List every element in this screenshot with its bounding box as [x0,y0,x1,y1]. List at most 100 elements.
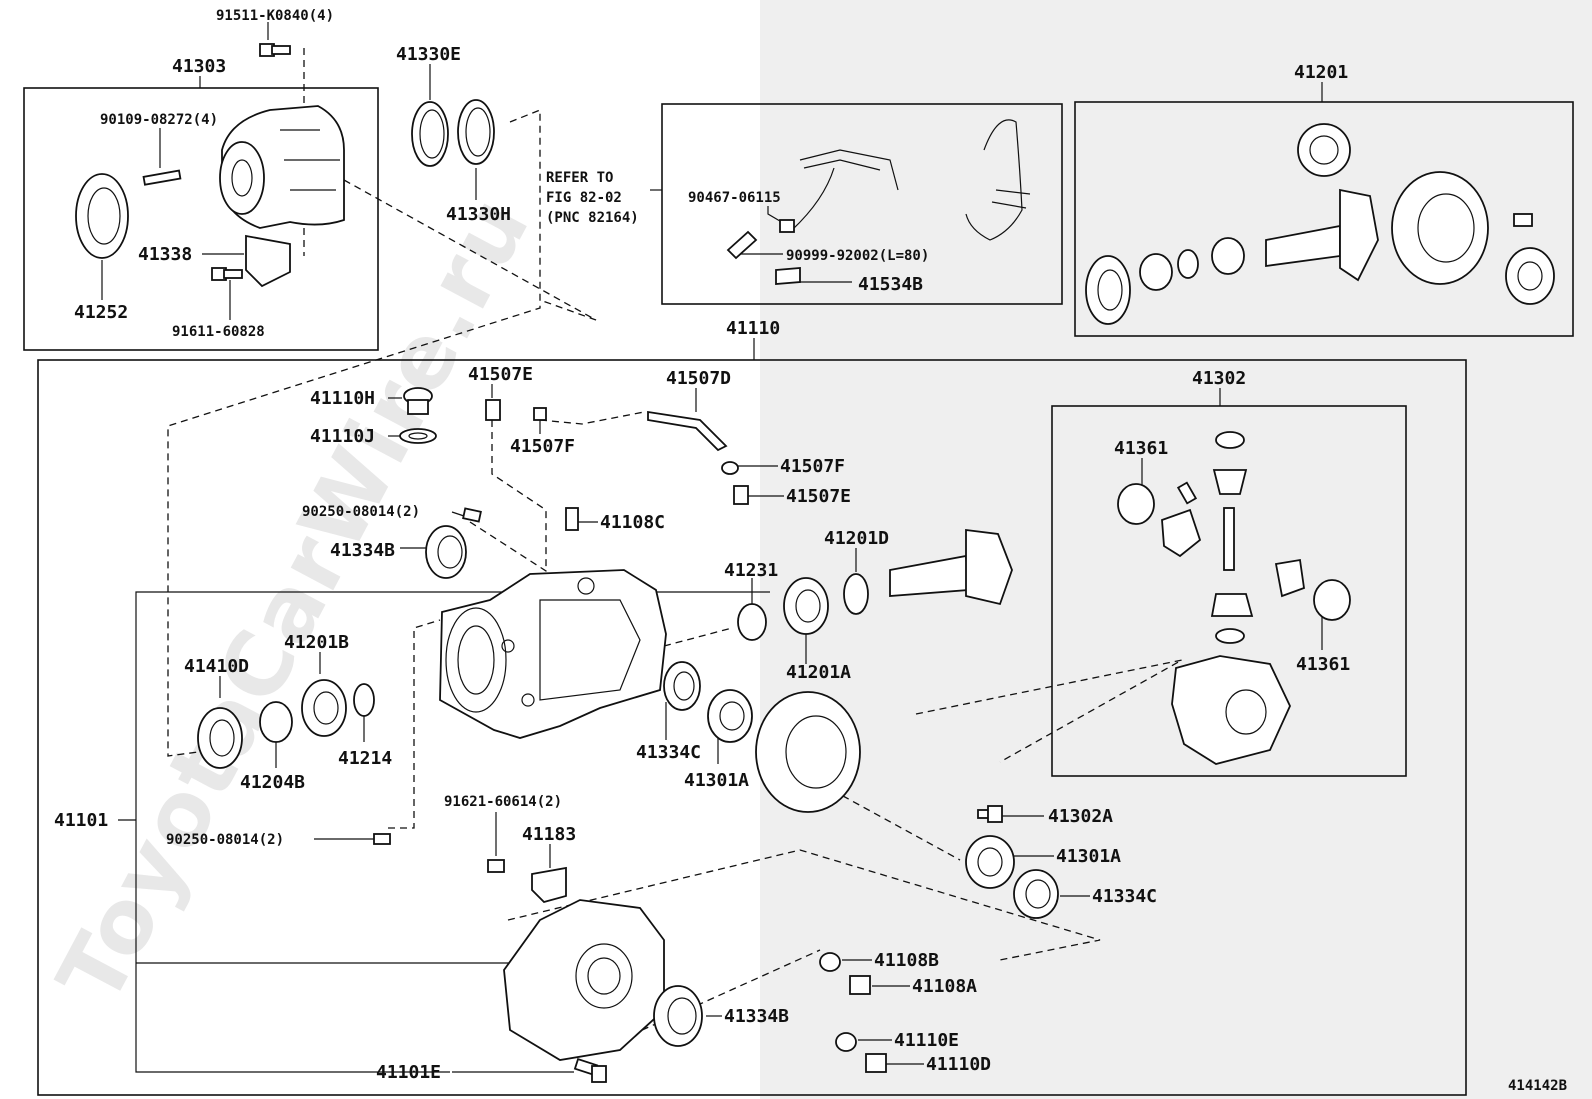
gasket-41110E [835,1032,857,1052]
label-41334B[interactable]: 41334B [724,1006,789,1027]
label-91621-60614[interactable]: 91621-60614(2) [444,794,562,810]
label-41108B[interactable]: 41108B [874,950,939,971]
label-41231[interactable]: 41231 [724,560,778,581]
label-41252[interactable]: 41252 [74,302,128,323]
dash-pinion [663,627,733,647]
label-41334C-lower[interactable]: 41334C [1092,886,1157,907]
dash-41303-to-case [343,179,597,321]
refer-note-line-2: FIG 82-02 [546,190,622,206]
box-41302 [1051,405,1407,777]
plug-41110H [403,387,433,415]
label-90250-08014-upper[interactable]: 90250-08014(2) [302,504,420,520]
dash-hose [539,411,645,425]
bearing-41301A-a [707,689,753,743]
label-41507E[interactable]: 41507E [786,486,851,507]
bolt-41101E [573,1058,607,1083]
label-41302[interactable]: 41302 [1192,368,1246,389]
refer-note-line-3: (PNC 82164) [546,210,639,226]
label-41214[interactable]: 41214 [338,748,392,769]
label-41303[interactable]: 41303 [172,56,226,77]
bracket-41338 [245,234,291,288]
gear-set-41201 [1085,123,1555,325]
label-41110H[interactable]: 41110H [310,388,375,409]
hose-assembly [726,119,1031,285]
ring-41334C-b [1013,869,1059,919]
label-41301A-upper[interactable]: 41301A [684,770,749,791]
label-41507F-top[interactable]: 41507F [510,436,575,457]
label-41201A[interactable]: 41201A [786,662,851,683]
dash-diff-link [915,659,1183,763]
bearing-41334B [653,985,703,1047]
label-41110E[interactable]: 41110E [894,1030,959,1051]
seal-41410D [197,707,243,769]
bearing-41201A [783,577,829,635]
label-90250-08014-lower[interactable]: 90250-08014(2) [166,832,284,848]
ring-gear [755,691,861,813]
dash-bearing-link [831,789,961,861]
label-41101[interactable]: 41101 [54,810,108,831]
carrier-cover [503,899,665,1061]
label-41534B[interactable]: 41534B [858,274,923,295]
label-41101E[interactable]: 41101E [376,1062,441,1083]
label-41334C-upper[interactable]: 41334C [636,742,701,763]
bolt-41302A [977,805,1003,823]
label-41201D[interactable]: 41201D [824,528,889,549]
label-41330H[interactable]: 41330H [446,204,511,225]
label-41361-lower[interactable]: 41361 [1296,654,1350,675]
box-41303 [23,87,379,351]
label-41301A-lower[interactable]: 41301A [1056,846,1121,867]
breather-41507E [733,485,749,505]
clip-41507F-top [533,407,547,421]
bearing-41301A-b [965,835,1015,889]
label-41507E-top[interactable]: 41507E [468,364,533,385]
plate-41183 [531,866,567,904]
label-41183[interactable]: 41183 [522,824,576,845]
label-41108C[interactable]: 41108C [600,512,665,533]
pinion-gear [889,528,1013,606]
plug-41110D [865,1053,887,1073]
flange-41204B [259,701,293,743]
bolt-91611 [211,267,243,281]
label-41338[interactable]: 41338 [138,244,192,265]
label-90999-92002[interactable]: 90999-92002(L=80) [786,248,929,264]
stud-90109 [142,169,182,186]
box-41201 [1074,101,1574,337]
spacer-41214 [353,683,375,717]
label-41330E[interactable]: 41330E [396,44,461,65]
label-41110J[interactable]: 41110J [310,426,375,447]
label-41507D[interactable]: 41507D [666,368,731,389]
label-91611-60828[interactable]: 91611-60828 [172,324,265,340]
label-90467-06115[interactable]: 90467-06115 [688,190,781,206]
bracket-41101 [135,591,770,1073]
label-41410D[interactable]: 41410D [184,656,249,677]
dash-cover-loop [507,849,1101,961]
dash-cover-loop-2 [619,949,821,1041]
clip-41507F [721,461,739,475]
refer-note-line-1: REFER TO [546,170,613,186]
box-41110 [37,359,1467,1096]
bolt-91621 [487,859,505,873]
label-41201[interactable]: 41201 [1294,62,1348,83]
gasket-41110J [399,428,437,444]
label-41302A[interactable]: 41302A [1048,806,1113,827]
dash-pin-left [388,619,441,829]
dash-breather [491,420,547,570]
label-41334B-top[interactable]: 41334B [330,540,395,561]
label-91511-K0840[interactable]: 91511-K0840(4) [216,8,334,24]
plug-41108A [849,975,871,995]
label-41110D[interactable]: 41110D [926,1054,991,1075]
collar-41231 [737,603,767,641]
label-41108A[interactable]: 41108A [912,976,977,997]
label-90109-08272[interactable]: 90109-08272(4) [100,112,218,128]
label-41110[interactable]: 41110 [726,318,780,339]
bolt-91511 [259,43,291,57]
label-41507F[interactable]: 41507F [780,456,845,477]
differential-carrier-41101 [439,569,667,739]
housing-41303 [219,105,345,229]
label-41201B[interactable]: 41201B [284,632,349,653]
label-41361-upper[interactable]: 41361 [1114,438,1168,459]
label-41204B[interactable]: 41204B [240,772,305,793]
seal-41252 [75,173,129,259]
breather-41507E-top [485,399,501,421]
